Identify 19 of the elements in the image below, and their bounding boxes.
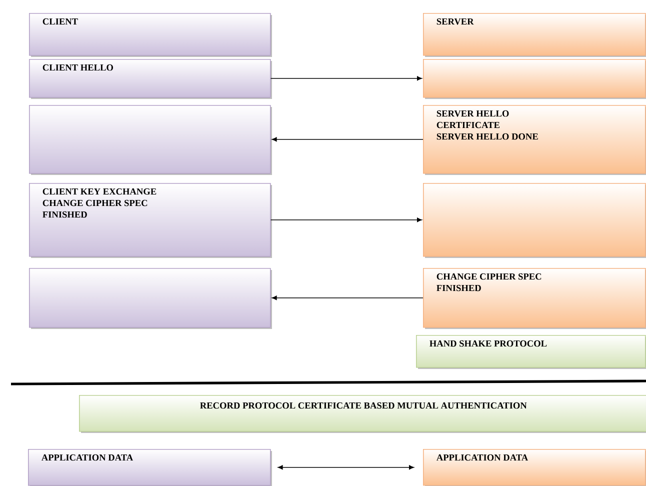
arrow — [272, 296, 424, 300]
empty-box — [29, 268, 271, 328]
protocol-box: RECORD PROTOCOL CERTIFICATE BASED MUTUAL AUTHENTICATION — [79, 395, 646, 432]
message-box: SERVER HELLO CERTIFICATE SERVER HELLO DONE — [423, 105, 646, 174]
arrow — [270, 76, 422, 81]
client-box: CLIENT — [29, 13, 271, 56]
arrow — [272, 137, 424, 142]
message-box: CLIENT KEY EXCHANGE CHANGE CIPHER SPEC FINISHED — [29, 183, 271, 257]
data-box: APPLICATION DATA — [28, 449, 271, 486]
empty-box — [29, 105, 271, 174]
server-box: SERVER — [423, 13, 646, 56]
empty-box — [423, 183, 646, 257]
message-box: CHANGE CIPHER SPEC FINISHED — [423, 268, 646, 328]
message-box: CLIENT HELLO — [29, 59, 271, 98]
protocol-box: HAND SHAKE PROTOCOL — [416, 335, 646, 368]
arrow — [278, 465, 414, 470]
empty-box — [423, 59, 646, 98]
data-box: APPLICATION DATA — [423, 449, 646, 486]
arrow — [270, 218, 422, 222]
